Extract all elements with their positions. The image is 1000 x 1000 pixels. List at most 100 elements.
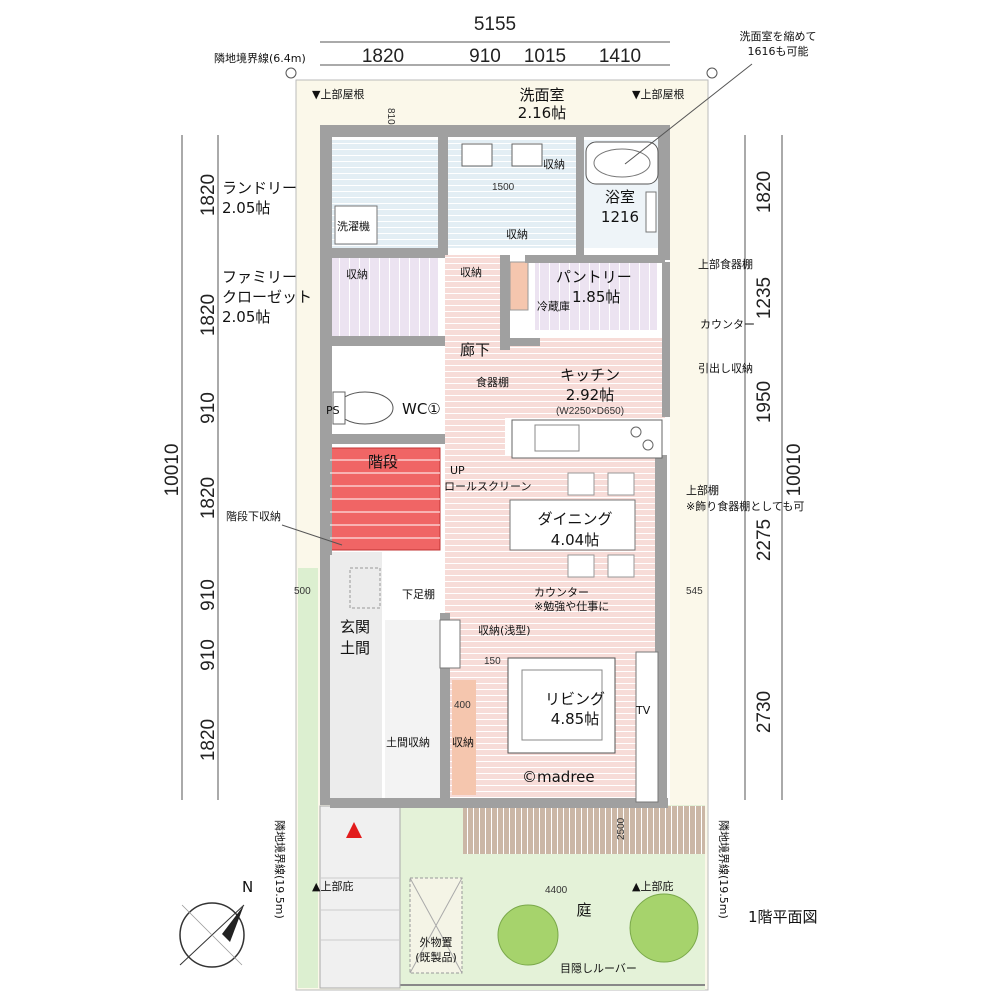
right-dim-4: 2275 xyxy=(754,519,775,561)
note-stair-storage: 階段下収納 xyxy=(226,509,281,523)
room-kitchen-size: (W2250×D650) xyxy=(556,406,624,417)
left-dim-5: 910 xyxy=(198,579,219,611)
note-roll-screen: ロールスクリーン xyxy=(444,480,531,493)
room-laundry: ランドリー xyxy=(222,179,297,197)
label-up: UP xyxy=(450,464,465,477)
label-shed-1: 外物置 xyxy=(420,935,453,949)
room-wc: WC① xyxy=(402,400,441,418)
note-counter: カウンター xyxy=(700,318,755,331)
room-family-closet-2: クローゼット xyxy=(222,288,312,306)
note-drawer: 引出し収納 xyxy=(698,361,753,375)
room-dining-area: 4.04帖 xyxy=(551,531,599,549)
right-dim-5: 2730 xyxy=(754,691,775,733)
label-wash-storage: 収納 xyxy=(543,158,565,171)
stair-treads xyxy=(330,459,440,539)
note-roof-left: ▼上部屋根 xyxy=(312,87,364,101)
label-washer: 洗濯機 xyxy=(337,219,370,233)
note-bath-2: 1616も可能 xyxy=(748,44,809,58)
note-garden-left: ▲上部庇 xyxy=(312,879,353,893)
room-pantry-area: 1.85帖 xyxy=(572,288,620,306)
label-fridge: 冷蔵庫 xyxy=(537,299,570,313)
room-washroom-area: 2.16帖 xyxy=(518,104,566,122)
label-counter-1: カウンター xyxy=(534,586,589,599)
left-dim-1: 1820 xyxy=(198,174,219,216)
label-tv: TV xyxy=(635,704,651,717)
top-dim-4: 1410 xyxy=(599,46,641,67)
right-total-dim: 10010 xyxy=(784,444,805,497)
dim-2500: 2500 xyxy=(616,817,627,840)
room-washroom: 洗面室 xyxy=(519,86,564,104)
note-garden-right: ▲上部庇 xyxy=(632,879,673,893)
label-wash-storage-2: 収納 xyxy=(506,228,528,241)
approach-path xyxy=(319,805,401,989)
right-dim-1: 1820 xyxy=(754,171,775,213)
left-dim-3: 910 xyxy=(198,392,219,424)
label-living-storage: 収納 xyxy=(452,736,474,749)
note-bath-1: 洗面室を縮めて xyxy=(740,29,817,43)
label-ps: PS xyxy=(326,404,340,417)
left-dim-7: 1820 xyxy=(198,719,219,761)
right-dim-2: 1235 xyxy=(754,277,775,319)
room-laundry-area: 2.05帖 xyxy=(222,199,270,217)
right-dim-3: 1950 xyxy=(754,381,775,423)
left-dim-4: 1820 xyxy=(198,477,219,519)
room-pantry: パントリー xyxy=(556,268,632,286)
room-hall: 廊下 xyxy=(460,341,490,359)
dining-table xyxy=(509,499,636,551)
label-dish-shelf: 食器棚 xyxy=(476,375,509,389)
boundary-top: 隣地境界線(6.4m) xyxy=(214,51,306,65)
room-living: リビング xyxy=(545,690,605,708)
boundary-right: 隣地境界線(19.5m) xyxy=(717,820,731,919)
washbasin-icon xyxy=(511,143,543,167)
label-counter-2: ※勉強や仕事に xyxy=(534,599,609,613)
note-upper-cabinet: 上部食器棚 xyxy=(698,257,753,271)
dim-4400: 4400 xyxy=(545,885,568,896)
walls xyxy=(320,125,670,808)
left-dim-2: 1820 xyxy=(198,294,219,336)
top-dim-2: 910 xyxy=(469,46,501,67)
room-garden: 庭 xyxy=(576,901,591,919)
note-shelf: ※飾り食器棚としても可 xyxy=(686,499,804,513)
label-doma-storage: 土間収納 xyxy=(386,736,430,749)
washer-icon xyxy=(334,205,378,245)
dim-150: 150 xyxy=(484,656,501,667)
room-family-closet-area: 2.05帖 xyxy=(222,308,270,326)
note-roof-right: ▼上部屋根 xyxy=(632,87,684,101)
left-total-dim: 10010 xyxy=(162,444,183,497)
stove-icon xyxy=(630,426,642,438)
dim-810: 810 xyxy=(385,108,396,125)
garden-area xyxy=(298,568,705,990)
dim-545: 545 xyxy=(686,586,703,597)
dim-400: 400 xyxy=(454,700,471,711)
label-shoe-shelf: 下足棚 xyxy=(402,587,435,601)
stove-icon xyxy=(642,439,654,451)
room-living-area: 4.85帖 xyxy=(551,710,599,728)
label-shed-2: (既製品) xyxy=(415,950,457,964)
label-shallow-storage: 収納(浅型) xyxy=(478,623,531,637)
note-upper-shelf: 上部棚 xyxy=(686,483,719,497)
north-label: N xyxy=(242,878,253,896)
tree-icon xyxy=(629,893,699,963)
label-closet-storage: 収納 xyxy=(346,268,368,281)
dimension-lines xyxy=(181,41,783,800)
washbasin-icon xyxy=(461,143,493,167)
room-kitchen-area: 2.92帖 xyxy=(566,386,614,404)
entrance-marker-icon xyxy=(346,822,362,838)
top-dim-3: 1015 xyxy=(524,46,566,67)
plan-title: 1階平面図 xyxy=(748,908,818,926)
room-kitchen: キッチン xyxy=(560,366,620,384)
label-hall-storage: 収納 xyxy=(460,266,482,279)
bathtub-icon xyxy=(585,141,659,185)
room-dining: ダイニング xyxy=(537,510,612,528)
top-dim-1: 1820 xyxy=(362,46,404,67)
room-family-closet-1: ファミリー xyxy=(222,268,297,286)
room-stairs: 階段 xyxy=(368,453,398,471)
fixtures xyxy=(332,141,663,803)
left-dim-6: 910 xyxy=(198,639,219,671)
compass: N xyxy=(179,878,253,968)
room-bath: 浴室 xyxy=(605,188,635,206)
room-bath-size: 1216 xyxy=(601,208,639,226)
room-entrance-2: 土間 xyxy=(340,639,370,657)
note-louver: 目隠しルーバー xyxy=(560,962,637,975)
